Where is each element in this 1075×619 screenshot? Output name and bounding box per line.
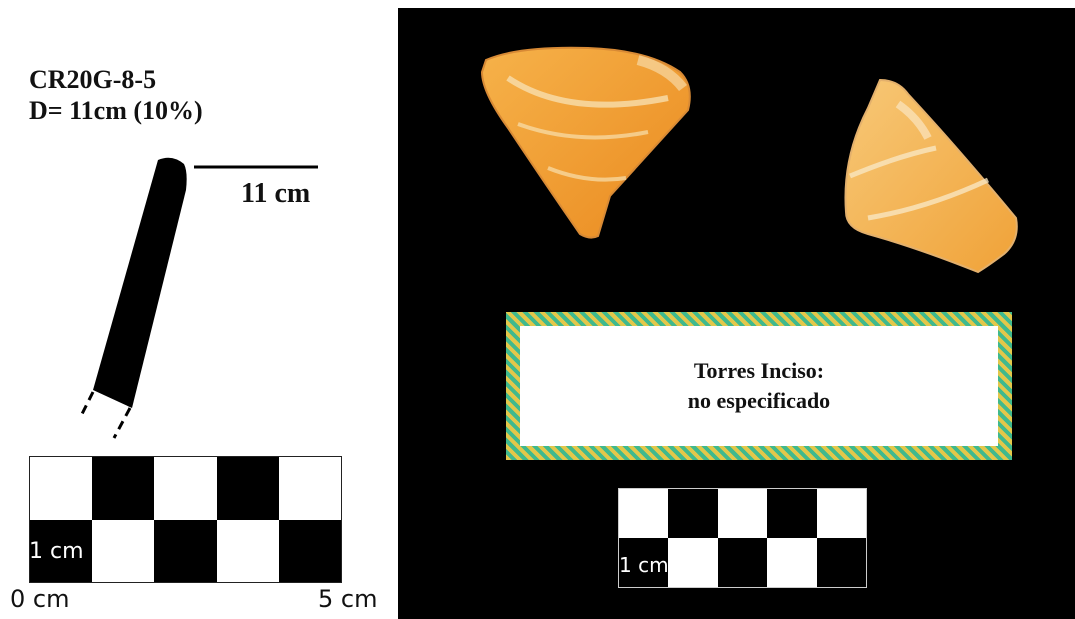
scale-cell: [278, 457, 341, 520]
scale-cell: [717, 489, 768, 538]
diameter-label: D= 11cm (10%): [29, 96, 203, 125]
scale-cell: [619, 489, 669, 538]
specimen-id: CR20G-8-5: [29, 65, 157, 94]
vessel-profile-section: [93, 157, 187, 408]
scale-cell: [30, 519, 93, 582]
scale-cell: [30, 457, 93, 520]
scale-unit-label: 1 cm: [29, 539, 84, 564]
scale-cell: [668, 489, 718, 538]
scale-cell: [767, 489, 817, 538]
sherd-2: [844, 78, 1018, 274]
scale-cell: [154, 519, 217, 582]
scale-cell: [717, 538, 768, 587]
scale-cell: [92, 519, 155, 582]
profile-drawing-panel: CR20G-8-5 D= 11cm (10%) 11 cm 1 cm 0 cm …: [0, 0, 398, 619]
scale-axis-end: 5 cm: [318, 585, 378, 613]
scale-cell: [92, 457, 155, 520]
scale-axis-start: 0 cm: [10, 585, 70, 613]
type-variety: no especificado: [687, 388, 831, 413]
profile-break-line-2: [112, 407, 132, 439]
photo-panel: Torres Inciso: no especificado 1 cm: [398, 8, 1075, 619]
type-label: Torres Inciso: no especificado: [520, 326, 998, 446]
scale-cell: [216, 519, 279, 582]
scale-cell: [278, 519, 341, 582]
sherd-1: [480, 46, 691, 239]
type-name: Torres Inciso:: [693, 358, 825, 383]
scale-cell: [216, 457, 279, 520]
scale-cell: [816, 538, 866, 587]
profile-break-line-1: [78, 391, 95, 419]
type-label-frame: Torres Inciso: no especificado: [506, 312, 1012, 460]
scale-cell: [816, 489, 866, 538]
sherd-profile-drawing: [78, 157, 318, 439]
rim-scale-label: 11 cm: [241, 178, 311, 209]
scale-cell: [154, 457, 217, 520]
sherd-photo: [480, 46, 1018, 274]
scale-bar-left: [29, 456, 342, 583]
scale-cell: [668, 538, 718, 587]
scale-unit-label-right: 1 cm: [619, 553, 669, 577]
scale-cell: [619, 538, 669, 587]
scale-cell: [767, 538, 817, 587]
scale-bar-right: [618, 488, 867, 588]
